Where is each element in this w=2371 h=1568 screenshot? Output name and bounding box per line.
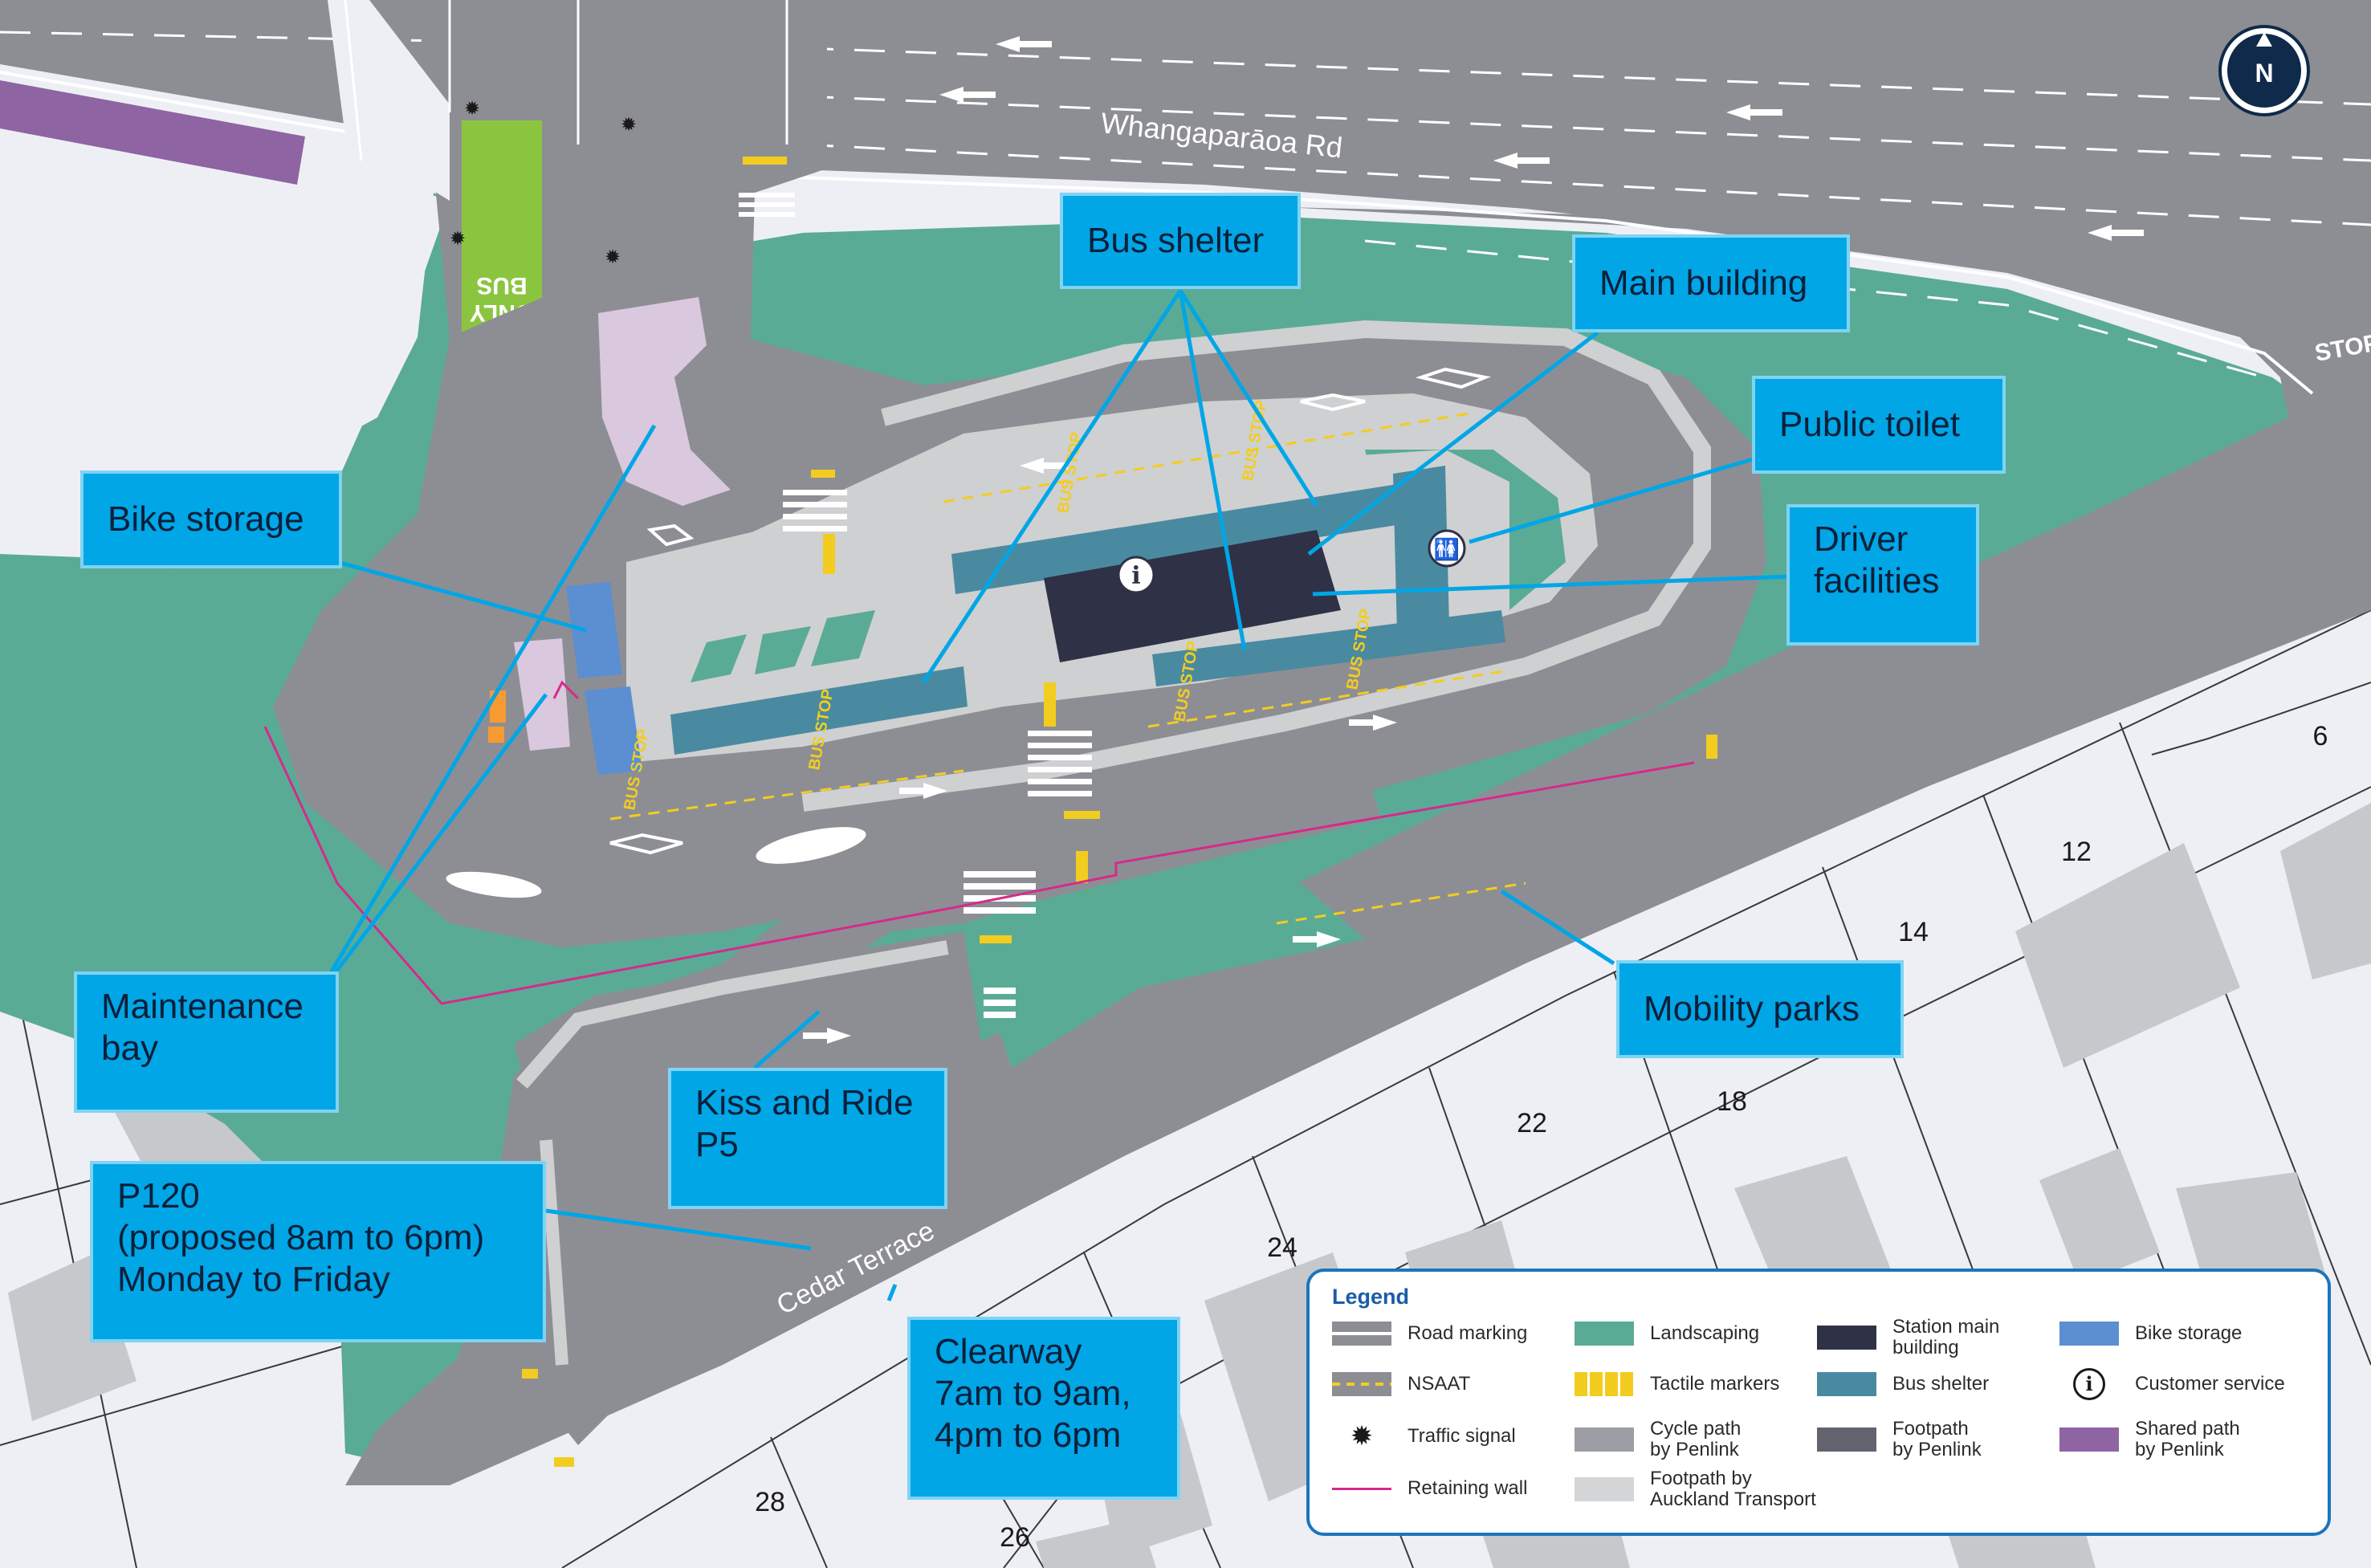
legend-label: Bus shelter [1892,1373,1990,1395]
legend-item-bike-storage: Bike storage [2059,1322,2242,1346]
traffic-signal-icon: ✹ [605,246,621,268]
callout-driver-facilities: Driver facilities [1786,504,1979,646]
loop-road-markings [609,367,1491,855]
legend-label: Tactile markers [1650,1373,1780,1395]
retaining-wall [263,680,1695,1005]
lot-numbers: 6 12 14 18 22 24 26 28 [755,721,2328,1553]
lot-number: 28 [755,1487,785,1517]
bike-storage [566,582,642,775]
open-field [0,56,450,562]
tactile-markers-swatch [1575,1372,1634,1396]
cycle-path-swatch [1575,1427,1634,1452]
bus-shelters [670,466,1505,755]
legend-item-station-main-building: Station main building [1817,1317,1999,1358]
legend-label: Shared path by Penlink [2135,1418,2240,1460]
legend-item-cycle-path: Cycle path by Penlink [1575,1419,1741,1460]
legend-label: Road marking [1408,1322,1528,1344]
legend-item-footpath-penlink: Footpath by Penlink [1817,1419,1982,1460]
callout-p120: P120 (proposed 8am to 6pm) Monday to Fri… [90,1161,546,1342]
legend-label: Customer service [2135,1373,2285,1395]
callout-kiss-and-ride: Kiss and Ride P5 [668,1068,947,1209]
road-marking-swatch [1332,1322,1391,1346]
svg-text:N: N [2255,59,2273,88]
svg-text:🚻: 🚻 [1434,537,1460,562]
legend-item-shared-path: Shared path by Penlink [2059,1419,2240,1460]
traffic-signal-icon: ✹ [450,227,466,250]
station-main-building [1044,530,1341,662]
legend-item-landscaping: Landscaping [1575,1322,1759,1346]
callout-mobility-parks: Mobility parks [1616,960,1904,1058]
map-legend: Legend Road marking NSAAT ✹ Traffic sign… [1306,1269,2331,1536]
legend-label: Traffic signal [1408,1425,1516,1447]
station-main-building-swatch [1817,1326,1876,1350]
pedestrian-crossings [739,193,1092,796]
svg-text:i: i [1131,562,1140,590]
public-toilet-icon: 🚻 [1428,529,1466,568]
loop-road-arrows [803,458,1397,1044]
legend-item-tactile-markers: Tactile markers [1575,1372,1779,1396]
traffic-signals: ✹ ✹ ✹ ✹ [450,97,637,268]
legend-item-retaining-wall: Retaining wall [1332,1476,1527,1501]
footpath-penlink-swatch [1817,1427,1876,1452]
lot-number: 26 [1000,1522,1030,1553]
landscaping-swatch [1575,1322,1634,1346]
legend-item-footpath-at: Footpath by Auckland Transport [1575,1468,1816,1510]
tactile-markers [522,157,1717,1467]
callout-maintenance-bay: Maintenance bay [74,971,339,1113]
legend-label: Footpath by Penlink [1892,1418,1982,1460]
legend-label: NSAAT [1408,1373,1471,1395]
north-compass-icon: N [2218,25,2310,116]
bus-shelter-swatch [1817,1372,1876,1396]
callout-leaders [327,289,1791,1301]
lot-number: 14 [1898,917,1929,947]
nsaat-lines [609,412,1526,925]
lot-number: 24 [1267,1232,1298,1263]
lot-number: 22 [1517,1108,1547,1138]
bike-storage-swatch [2059,1322,2119,1346]
traffic-signal-icon: ✹ [621,113,637,136]
legend-item-bus-shelter: Bus shelter [1817,1372,1989,1396]
callout-public-toilet: Public toilet [1752,376,2006,474]
customer-service-icon: i [1117,556,1155,594]
legend-item-traffic-signal: ✹ Traffic signal [1332,1420,1516,1452]
traffic-signal-icon: ✹ [1350,1420,1374,1452]
legend-label: Landscaping [1650,1322,1760,1344]
callout-clearway: Clearway 7am to 9am, 4pm to 6pm [907,1317,1180,1500]
traffic-signal-icon: ✹ [464,97,480,120]
callout-bike-storage: Bike storage [80,470,342,568]
legend-item-customer-service: i Customer service [2059,1368,2285,1400]
traffic-islands [446,827,866,898]
legend-label: Footpath by Auckland Transport [1650,1468,1816,1510]
customer-service-icon: i [2059,1368,2119,1400]
nsaat-swatch [1332,1372,1391,1396]
legend-label: Cycle path by Penlink [1650,1418,1742,1460]
lilac-area [598,297,731,506]
legend-title: Legend [1332,1285,1410,1309]
lot-number: 6 [2313,721,2328,751]
callout-main-building: Main building [1572,234,1850,332]
legend-label: Station main building [1892,1316,2000,1358]
callout-bus-shelter: Bus shelter [1060,193,1301,289]
legend-item-nsaat: NSAAT [1332,1372,1470,1396]
footpath-at-swatch [1575,1477,1634,1501]
legend-label: Retaining wall [1408,1477,1528,1499]
legend-item-road-marking: Road marking [1332,1322,1527,1346]
legend-label: Bike storage [2135,1322,2243,1344]
shared-path [0,80,305,185]
lot-number: 18 [1717,1086,1747,1117]
shared-path-swatch [2059,1427,2119,1452]
retaining-wall-swatch [1332,1476,1391,1501]
lot-number: 12 [2061,837,2092,867]
